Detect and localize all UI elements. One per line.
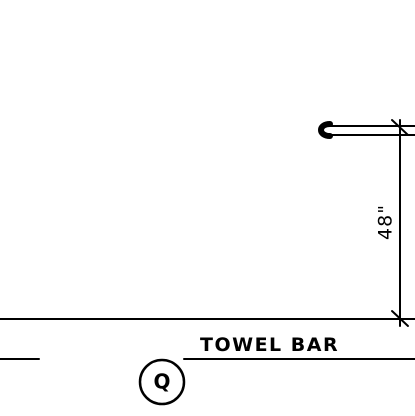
detail-tag-letter: Q <box>153 370 170 394</box>
detail-tag-circle <box>138 358 186 406</box>
dimension-text: 48" <box>375 204 397 240</box>
height-dimension: 48" <box>375 119 409 327</box>
dimension-tick-bottom <box>391 310 409 327</box>
dimension-tick-top <box>391 119 409 136</box>
detail-title: TOWEL BAR <box>200 334 339 356</box>
towel-bar-end-cap <box>318 121 333 139</box>
